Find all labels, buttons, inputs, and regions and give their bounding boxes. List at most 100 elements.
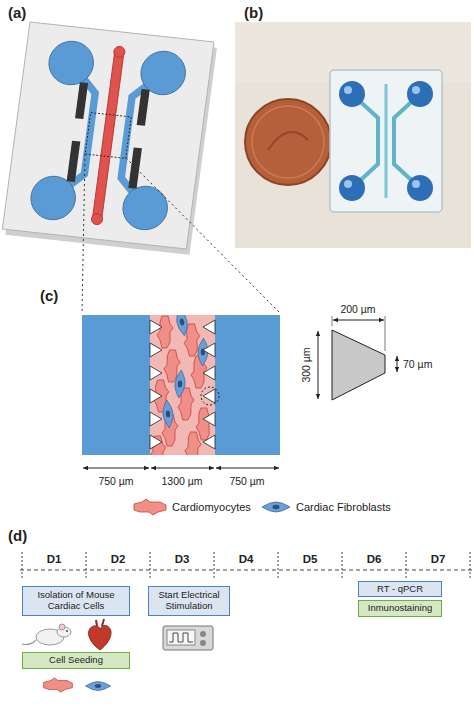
step-text: Start Electrical Stimulation [152,590,226,612]
pillar-detail [318,316,397,400]
chip-photo [412,86,420,94]
heart-icon [96,619,104,626]
reservoir [120,184,170,232]
channel-detail [82,307,280,468]
tissue-channel [92,51,124,219]
step-text: Isolation of Mouse Cardiac Cells [26,590,126,612]
channel-detail [162,400,174,429]
timeline [20,552,472,578]
dimension-label: 300 µm [301,347,312,382]
cells-icon [85,682,110,691]
legend-sample [134,499,166,515]
pillar-detail [318,316,397,399]
chip-photo [344,86,352,94]
channel-detail [150,315,212,455]
legend-entry: Cardiomyocytes [172,501,251,513]
stimulator-icon [167,630,195,645]
cells-icon [44,678,111,692]
channel-detail [150,320,215,449]
timeline [22,552,470,578]
dimension-arrow [216,468,279,469]
cells-icon [44,678,73,692]
zoom-box [85,113,131,159]
step-text: RT - qPCR [377,584,423,595]
chip-photo [252,106,324,178]
legend-sample [134,499,290,515]
channel-detail [203,320,215,334]
panel-label: (d) [8,528,27,543]
channel-detail [150,412,162,426]
dimension-label: 750 µm [98,476,133,487]
electrode [67,141,81,182]
chip-illustration [2,22,218,255]
chip-photo [385,84,388,198]
timeline [150,552,151,578]
chip-photo [412,180,420,188]
pillar-detail [332,316,333,326]
panel-label: D6 [367,554,382,566]
step-box: RT - qPCR [358,581,442,597]
channel-detail [184,432,201,455]
dimension-arrow [151,468,214,469]
timeline [342,552,343,578]
channel-detail [150,366,162,380]
pillar-detail [333,320,384,321]
dimension-arrow [83,468,149,469]
step-text: Cell Seeding [49,655,103,666]
timeline [86,552,87,578]
legend-label: Cardiac Fibroblasts [296,501,391,513]
heart-icon [89,625,111,650]
dimension-label: 1300 µm [161,476,202,487]
tissue-port [91,213,103,225]
pillar-detail [385,316,386,351]
chip-photo [339,81,365,107]
chip-photo [245,99,331,185]
chip-photo [394,94,420,188]
dimension-arrow [83,468,279,469]
channel-detail [203,343,215,357]
mouse-icon [66,630,68,632]
stimulator-icon [169,633,193,642]
panel-label: (c) [40,288,58,303]
zoom-line [82,154,85,313]
step-box: Inmunostaining [358,600,442,617]
channel-detail [157,316,173,348]
mouse-icon [59,624,65,630]
mouse-icon [22,624,71,645]
stimulator-icon [163,626,213,650]
chip-photo [235,22,471,248]
channel-detail [82,315,150,455]
channel-detail [175,315,190,337]
dimension-label: 70 µm [403,359,432,370]
step-box: Start Electrical Stimulation [148,586,230,616]
channel-detail [150,343,162,357]
panel-label: (b) [244,5,263,20]
stimulator-icon [163,626,213,650]
stimulator-icon [200,640,206,646]
channel-detail [203,435,215,449]
timeline [22,552,23,578]
chip-photo [407,81,433,107]
electrode [75,82,88,119]
timeline [20,570,472,571]
step-text: Inmunostaining [368,603,432,614]
chip-photo [330,70,442,212]
channel-detail [150,435,162,449]
electrode [137,89,150,126]
chip-photo [268,132,308,150]
channel-detail [201,387,219,405]
pillar-detail [397,356,398,372]
channel-detail [196,408,213,440]
chip-photo [407,175,433,201]
panel-label: D4 [239,554,254,566]
channel-detail [150,389,162,403]
legend-entry: Cardiac Fibroblasts [296,501,391,513]
channel-detail [150,320,162,334]
pillar-detail [318,331,319,399]
channel-detail [150,436,167,455]
panel-label: (a) [8,5,26,20]
channel-detail [215,315,280,455]
panel-label: D5 [303,554,318,566]
